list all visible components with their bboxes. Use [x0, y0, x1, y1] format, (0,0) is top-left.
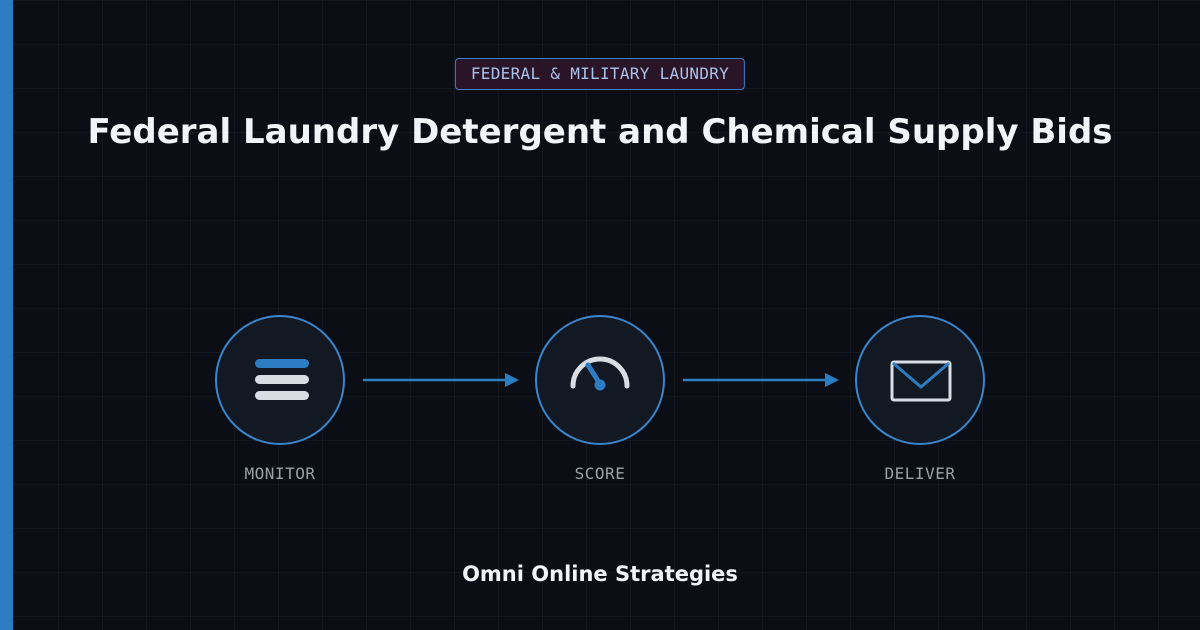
envelope-icon — [890, 360, 952, 402]
gauge-icon — [570, 356, 630, 391]
step-label-score: SCORE — [574, 464, 626, 483]
step-label-monitor: MONITOR — [244, 464, 316, 483]
arrow-right-icon — [363, 373, 519, 387]
brand-name: Omni Online Strategies — [462, 562, 738, 586]
list-icon — [255, 359, 309, 400]
step-monitor — [215, 315, 345, 445]
step-label-deliver: DELIVER — [884, 464, 956, 483]
page-title: Federal Laundry Detergent and Chemical S… — [87, 112, 1113, 152]
left-accent-bar — [0, 0, 13, 630]
step-score — [535, 315, 665, 445]
category-badge: FEDERAL & MILITARY LAUNDRY — [454, 58, 746, 90]
step-deliver — [855, 315, 985, 445]
arrow-right-icon — [683, 373, 839, 387]
